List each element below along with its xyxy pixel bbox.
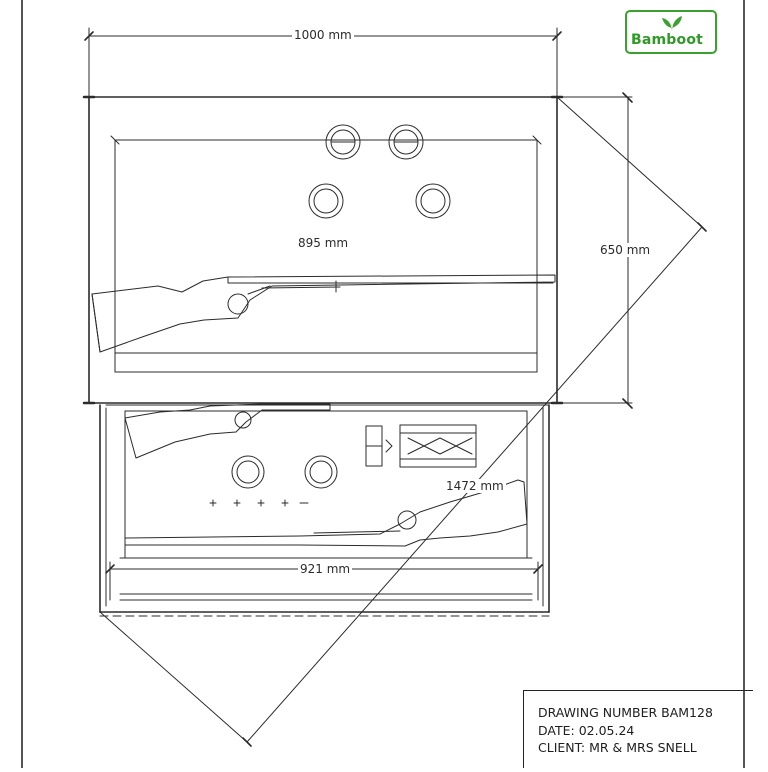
screw-row [209, 499, 309, 507]
logo-text: Bamboot [631, 32, 704, 48]
leaf-icon [662, 16, 682, 32]
dimension-label-height: 650 mm [598, 243, 653, 257]
rifle-top [91, 274, 556, 353]
top-view-outer-frame [88, 96, 558, 404]
title-block: DRAWING NUMBER BAM128 DATE: 02.05.24 CLI… [523, 690, 753, 768]
ammo-box [365, 424, 477, 468]
bottom-view [99, 403, 550, 617]
bamboot-logo: Bamboot [625, 10, 717, 54]
jar-top-left [325, 124, 361, 160]
jar-middle-left [308, 183, 344, 219]
dimension-diagonal [99, 96, 707, 747]
rifle-bottom-lower [124, 479, 528, 547]
drawing-number: DRAWING NUMBER BAM128 [538, 705, 713, 720]
jar-bottom-right [304, 455, 338, 489]
dimension-label-outer-width: 1000 mm [292, 28, 354, 42]
jar-bottom-left [231, 455, 265, 489]
rifle-bottom-upper [124, 403, 331, 459]
dimension-label-inner-width-top: 895 mm [296, 236, 351, 250]
drawing-date: DATE: 02.05.24 [538, 723, 635, 738]
jar-top-right [388, 124, 424, 160]
drawing-client: CLIENT: MR & MRS SNELL [538, 740, 697, 755]
dimension-label-diagonal: 1472 mm [444, 479, 506, 493]
top-view [82, 95, 564, 405]
dimension-label-inner-width-bottom: 921 mm [298, 562, 353, 576]
jar-middle-right [415, 183, 451, 219]
